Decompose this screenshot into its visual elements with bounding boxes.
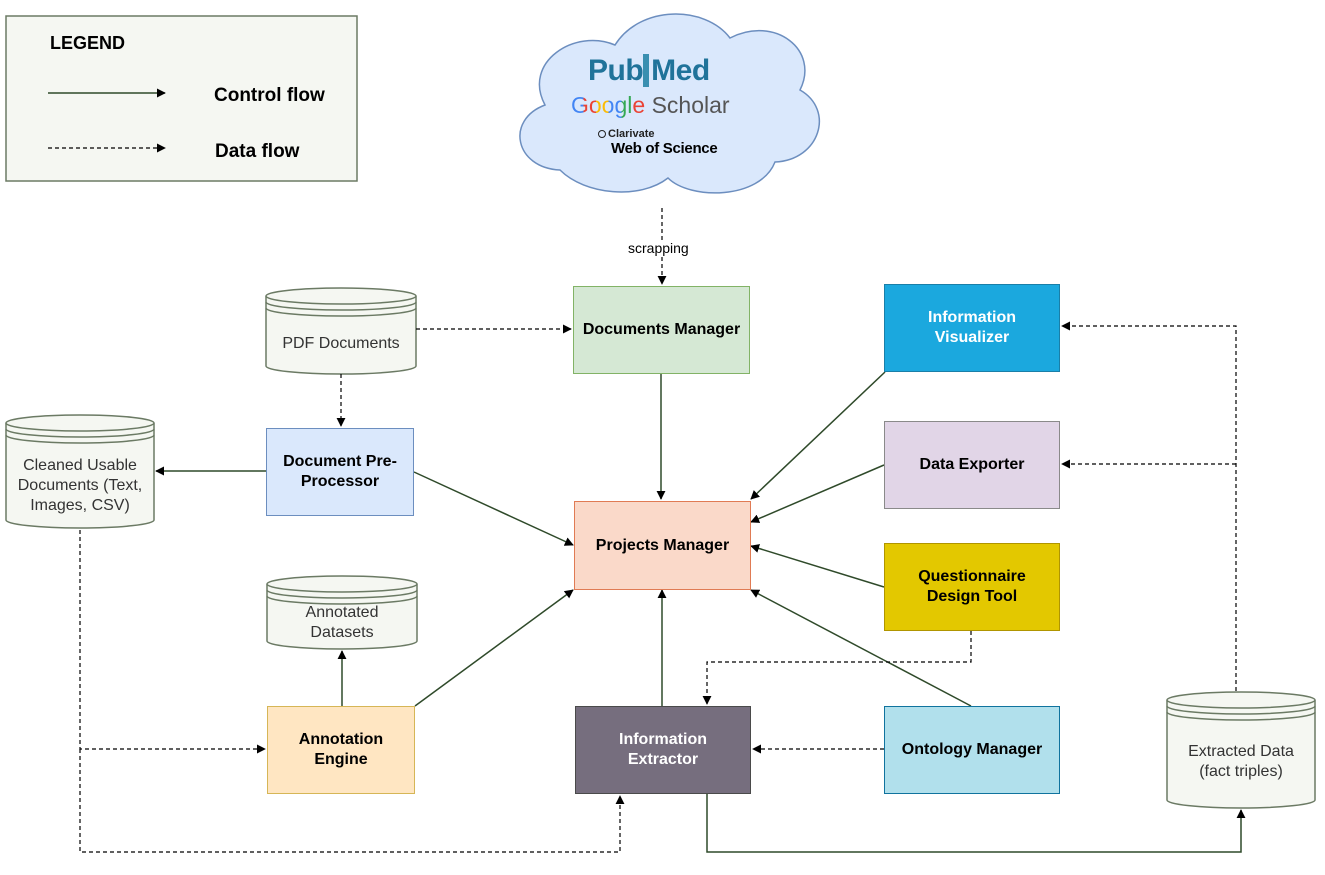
edge-information-visualizer-to-projects-manager: [750, 371, 886, 500]
clarivate-logo-text: Clarivate: [608, 128, 655, 140]
datastore-annotated-datasets: [266, 575, 418, 650]
extracted-data-label: Extracted Data (fact triples): [1188, 743, 1294, 780]
sources-cloud: [519, 13, 820, 194]
edge-questionnaire-to-projects-manager: [750, 544, 885, 588]
edge-preprocessor-to-projects-manager: [413, 471, 574, 546]
annotation-engine-node: Annotation Engine: [267, 706, 415, 794]
web-of-science-logo: Web of Science: [611, 140, 718, 157]
google-scholar-logo: Google Scholar: [571, 92, 730, 119]
information-visualizer-node: Information Visualizer: [884, 284, 1060, 372]
datastore-pdf-documents: [265, 287, 417, 375]
clarivate-icon: [598, 130, 606, 138]
documents-manager-node: Documents Manager: [573, 286, 750, 374]
pubmed-logo-text-pub: Pub: [588, 54, 644, 87]
annotated-datasets-label: Annotated Datasets: [305, 604, 379, 641]
questionnaire-design-tool-node: Questionnaire Design Tool: [884, 543, 1060, 631]
edge-ontology-manager-to-projects-manager: [750, 589, 972, 707]
document-preprocessor-node: Document Pre-Processor: [266, 428, 414, 516]
edge-information-extractor-to-extracted-data: [706, 794, 1246, 853]
clarivate-logo: Clarivate: [598, 128, 654, 140]
edge-extracted-data-to-information-visualizer: [1061, 321, 1237, 691]
datastore-cleaned-documents: [5, 414, 155, 529]
legend-title: LEGEND: [50, 33, 126, 53]
legend-control-flow-label: Control flow: [214, 85, 325, 106]
google-logo-text: Google: [571, 92, 646, 118]
legend-box: [5, 15, 358, 182]
legend-data-flow-label: Data flow: [215, 141, 300, 162]
data-exporter-node: Data Exporter: [884, 421, 1060, 509]
cleaned-documents-label: Cleaned Usable Documents (Text, Images, …: [17, 457, 143, 514]
edge-data-exporter-to-projects-manager: [750, 464, 885, 523]
scholar-logo-text: Scholar: [651, 92, 730, 118]
projects-manager-node: Projects Manager: [574, 501, 751, 590]
edge-annotation-engine-to-projects-manager: [414, 589, 574, 707]
edge-cleaned-documents-to-information-extractor: [79, 749, 625, 853]
edge-cleaned-documents-to-annotation-engine: [79, 530, 266, 754]
pubmed-logo-text-med: Med: [643, 54, 710, 87]
ontology-manager-node: Ontology Manager: [884, 706, 1060, 794]
edge-questionnaire-to-information-extractor: [702, 631, 972, 705]
information-extractor-node: Information Extractor: [575, 706, 751, 794]
datastore-extracted-data: [1166, 691, 1316, 809]
edge-label-scrapping: scrapping: [626, 240, 691, 256]
pdf-documents-label: PDF Documents: [282, 335, 400, 352]
